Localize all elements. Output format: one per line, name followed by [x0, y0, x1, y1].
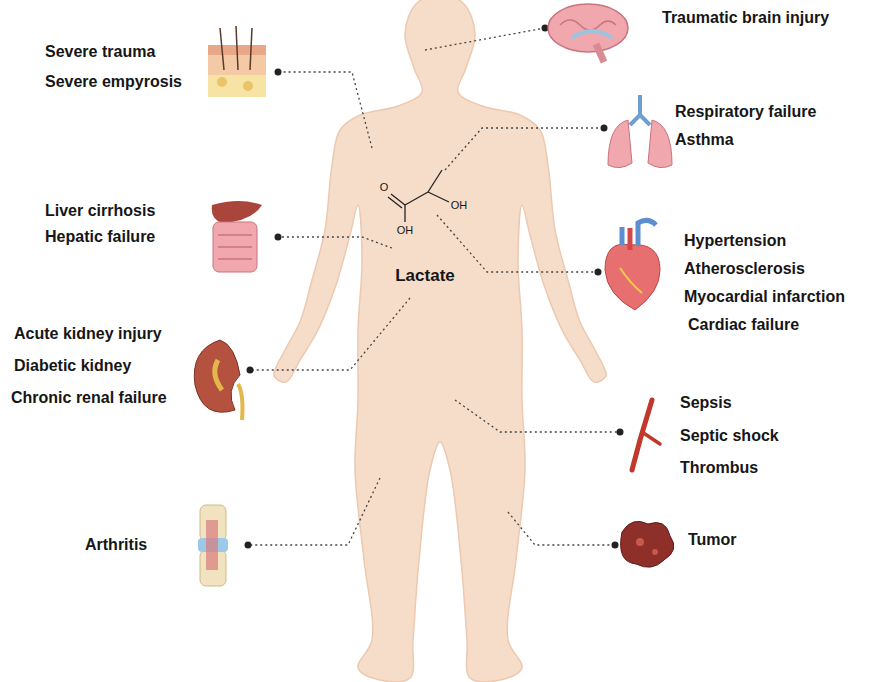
- condition-label: Hypertension: [684, 232, 786, 250]
- body-outline: [274, 0, 607, 682]
- condition-label: Tumor: [688, 531, 737, 549]
- knee-icon: [198, 505, 228, 586]
- atom-label: O: [380, 181, 389, 193]
- condition-label: Traumatic brain injury: [662, 9, 829, 27]
- liver-intestine-icon: [212, 201, 262, 272]
- vessel-icon: [632, 400, 660, 470]
- condition-label: Severe trauma: [45, 43, 155, 61]
- condition-label: Chronic renal failure: [11, 389, 167, 407]
- lactate-label: Lactate: [395, 267, 455, 286]
- lungs-icon: [608, 95, 672, 168]
- atom-label: OH: [397, 224, 414, 236]
- tumor-icon: [621, 521, 674, 567]
- condition-label: Asthma: [675, 131, 734, 149]
- condition-label: Respiratory failure: [675, 103, 816, 121]
- body-silhouette: [274, 0, 607, 682]
- heart-icon: [605, 220, 660, 310]
- condition-label: Acute kidney injury: [14, 325, 162, 343]
- lactate-structure: [388, 170, 449, 222]
- leader-dots: [245, 25, 624, 549]
- condition-label: Diabetic kidney: [14, 357, 131, 375]
- brain-icon: [548, 4, 628, 62]
- atom-label: OH: [451, 199, 468, 211]
- condition-label: Myocardial infarction: [684, 288, 845, 306]
- condition-label: Sepsis: [680, 394, 732, 412]
- condition-label: Septic shock: [680, 427, 779, 445]
- condition-label: Arthritis: [85, 536, 147, 554]
- skin-icon: [208, 26, 266, 97]
- condition-label: Hepatic failure: [45, 228, 155, 246]
- condition-label: Severe empyrosis: [45, 73, 182, 91]
- condition-label: Thrombus: [680, 459, 758, 477]
- kidney-icon: [194, 340, 242, 420]
- condition-label: Cardiac failure: [688, 316, 799, 334]
- condition-label: Atherosclerosis: [684, 260, 805, 278]
- condition-label: Liver cirrhosis: [45, 202, 155, 220]
- leader-lines: [248, 28, 620, 545]
